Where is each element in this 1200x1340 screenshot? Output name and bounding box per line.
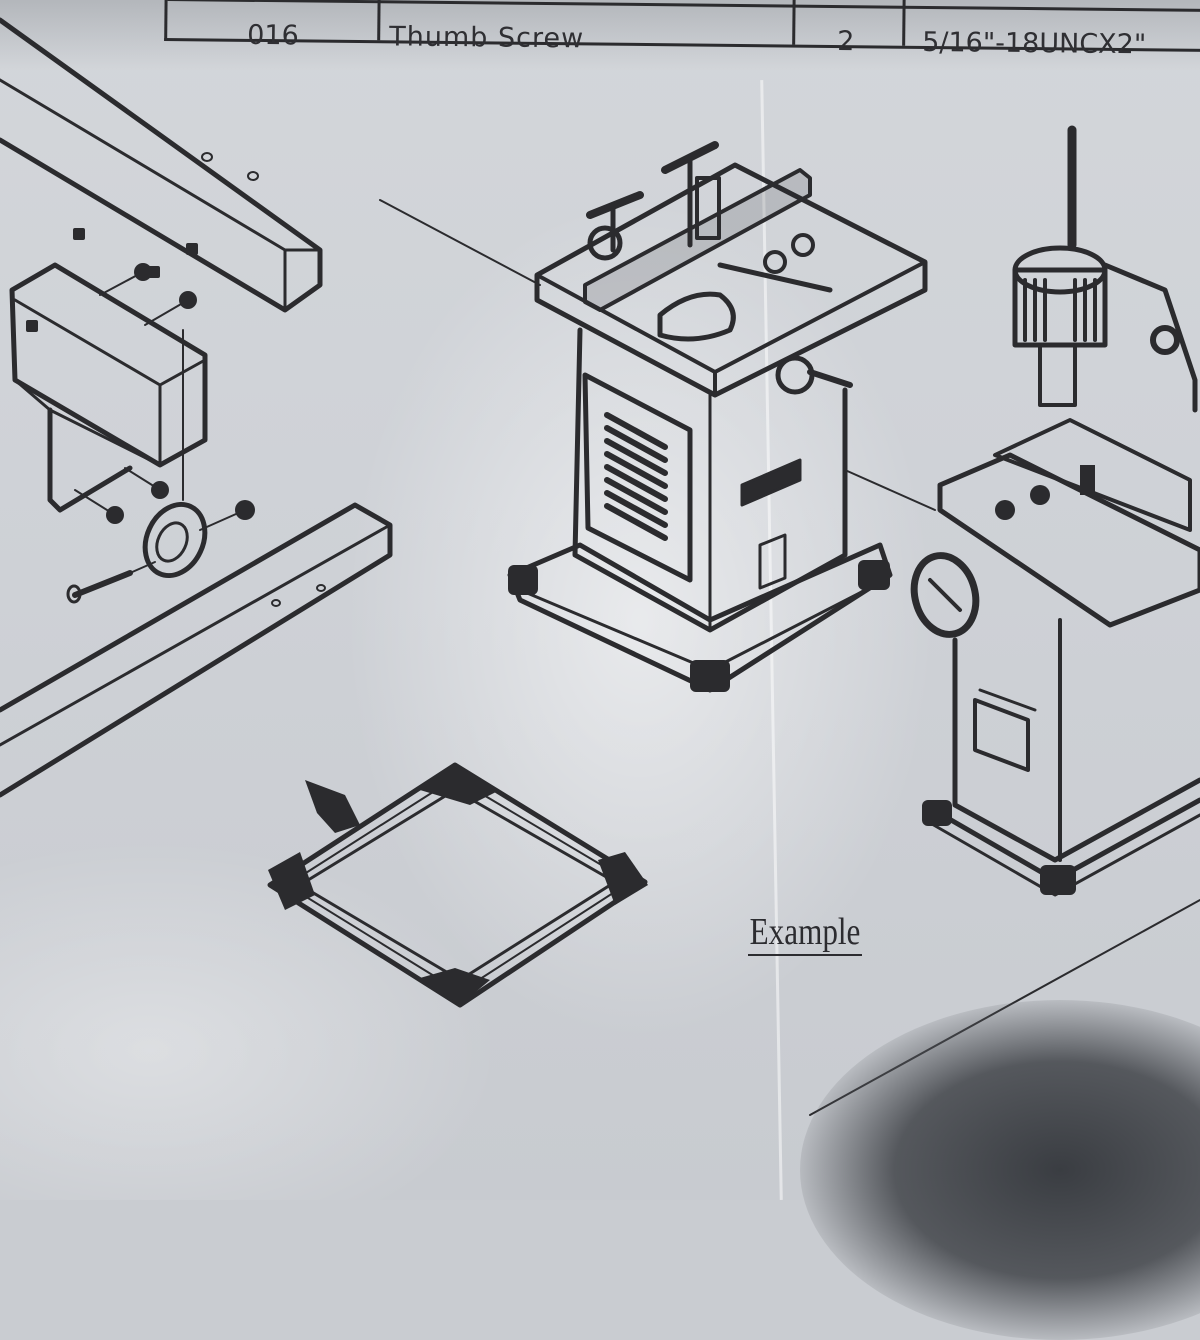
caster-bracket-exploded-illustration xyxy=(0,17,393,798)
leader-line xyxy=(379,199,541,286)
top-shadow xyxy=(0,0,1200,70)
figure-caption: Example xyxy=(748,912,863,956)
mobile-base-frame-illustration xyxy=(267,762,648,1008)
leader-line xyxy=(844,469,936,511)
mortiser-illustration xyxy=(910,125,1200,897)
spindle-shaper-illustration xyxy=(507,141,928,693)
